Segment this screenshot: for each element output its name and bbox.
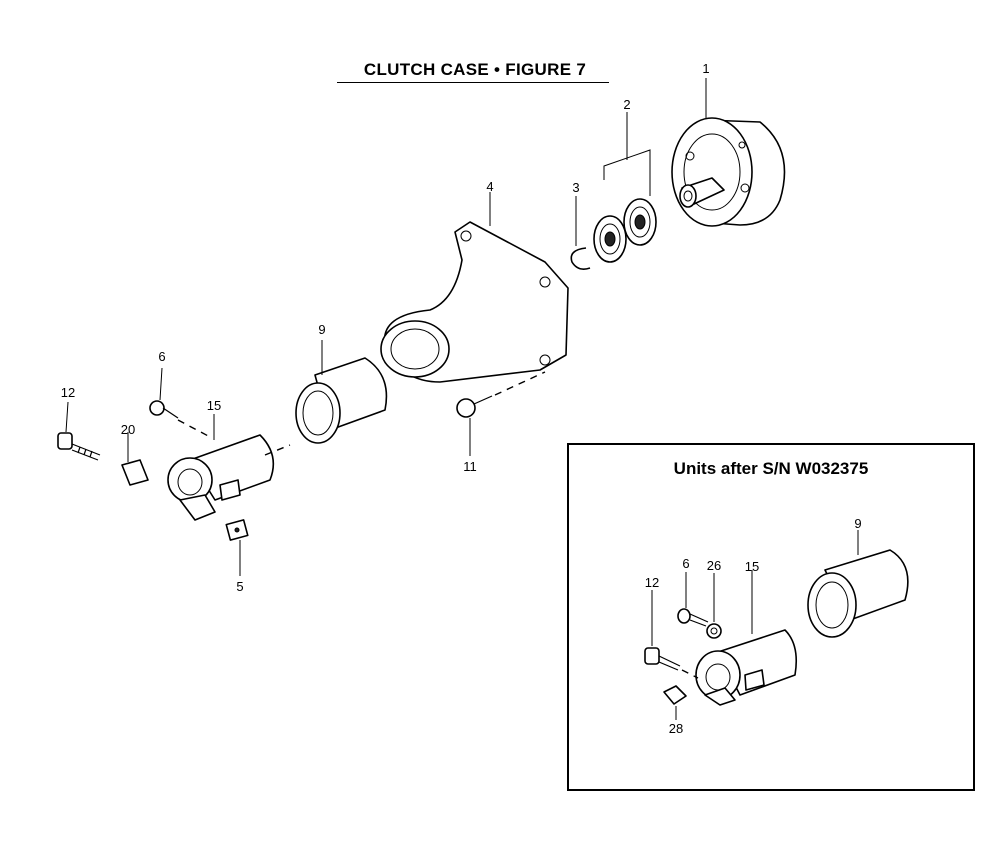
inset-bolt-part [644, 647, 681, 671]
callout-15: 15 [206, 398, 222, 413]
snap-ring-part [570, 247, 591, 270]
inset-drawing [644, 530, 909, 720]
pin-part [121, 459, 149, 486]
clutch-drum-part [671, 117, 786, 227]
callout-12: 12 [60, 385, 76, 400]
callout-20: 20 [120, 422, 136, 437]
bolt-part [57, 432, 101, 461]
inset-key-part [663, 685, 687, 705]
screw-part [149, 400, 179, 419]
callout-11: 11 [463, 459, 477, 474]
inset-callout-28: 28 [668, 721, 684, 736]
inset-washer-part [706, 623, 722, 639]
inset-callout-9: 9 [854, 516, 862, 531]
housing-screw-part [456, 395, 493, 418]
title-underline [337, 82, 609, 83]
inset-screw-part [677, 608, 709, 627]
bearings-part [593, 198, 657, 263]
inset-callout-6: 6 [682, 556, 690, 571]
inset-callout-26: 26 [706, 558, 722, 573]
callout-9: 9 [318, 322, 326, 337]
callout-3: 3 [572, 180, 580, 195]
callout-1: 1 [702, 61, 710, 76]
callout-6: 6 [158, 349, 166, 364]
callout-2: 2 [623, 97, 631, 112]
callout-4: 4 [486, 179, 494, 194]
assembly-centerlines [177, 371, 546, 456]
nut-part [225, 519, 249, 541]
inset-sleeve-part [807, 549, 909, 638]
inset-title: Units after S/N W032375 [673, 459, 869, 478]
sleeve-part [295, 357, 388, 444]
inset-clamp-body-part [695, 629, 798, 706]
inset-callout-12: 12 [644, 575, 660, 590]
callout-5: 5 [236, 579, 244, 594]
inset-callout-15: 15 [744, 559, 760, 574]
leader-lines [65, 78, 707, 576]
inset-panel: Units after S/N W032375 [567, 443, 975, 791]
clutch-case-housing-part [380, 221, 569, 383]
diagram-title: CLUTCH CASE • FIGURE 7 [363, 60, 587, 79]
clamp-body-part [167, 434, 275, 521]
